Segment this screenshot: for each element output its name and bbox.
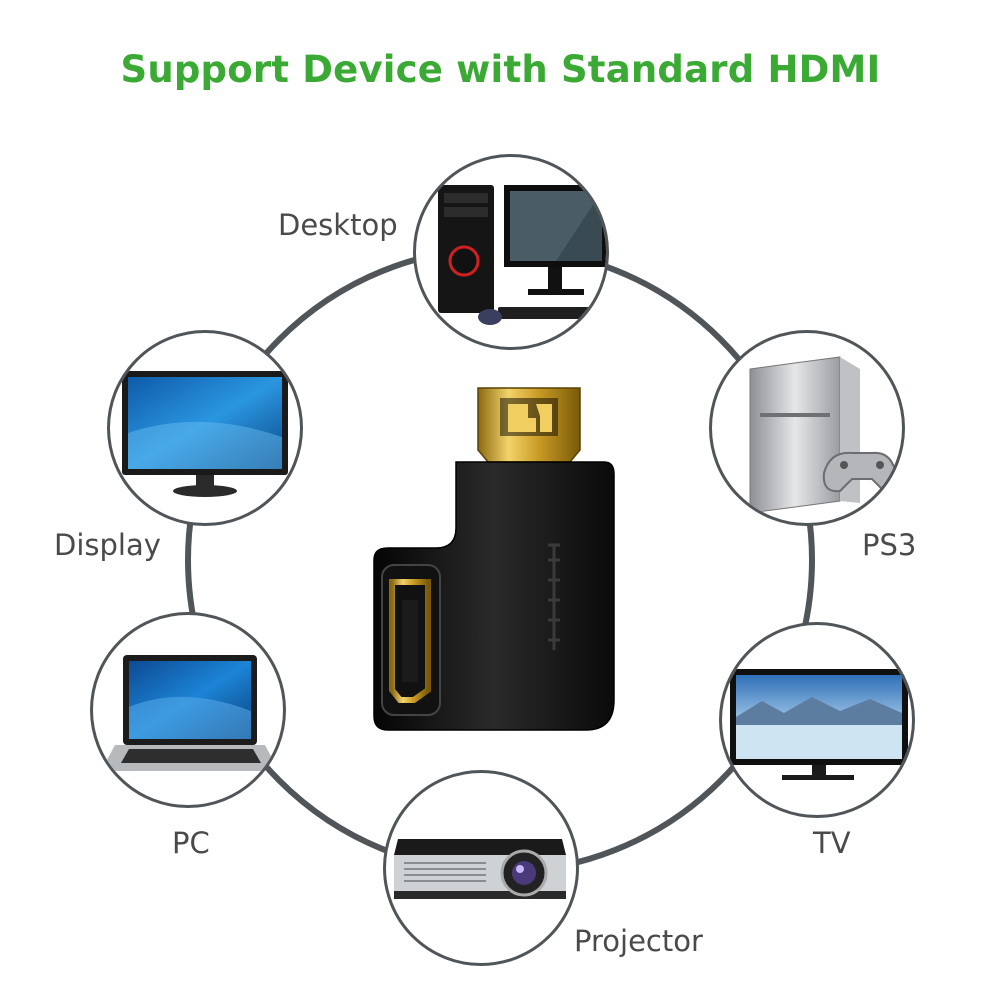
monitor-icon — [122, 371, 288, 497]
desktop-computer-icon — [438, 185, 606, 325]
laptop-icon — [101, 655, 279, 771]
tv-node — [719, 622, 915, 818]
device-label-display: Display — [54, 528, 161, 562]
device-label-ps3: PS3 — [862, 528, 917, 562]
device-label-projector: Projector — [574, 924, 703, 958]
headline: Support Device with Standard HDMI — [120, 48, 881, 91]
pc-node — [90, 612, 286, 808]
projector-icon — [394, 839, 566, 899]
tv-icon — [730, 669, 908, 780]
device-label-desktop: Desktop — [278, 208, 398, 242]
device-label-pc: PC — [172, 826, 210, 860]
device-label-tv: TV — [813, 826, 851, 860]
ps3-node — [709, 330, 905, 526]
desktop-node — [413, 154, 609, 350]
display-node — [107, 330, 303, 526]
projector-node — [383, 770, 579, 966]
game-console-icon — [749, 356, 898, 514]
